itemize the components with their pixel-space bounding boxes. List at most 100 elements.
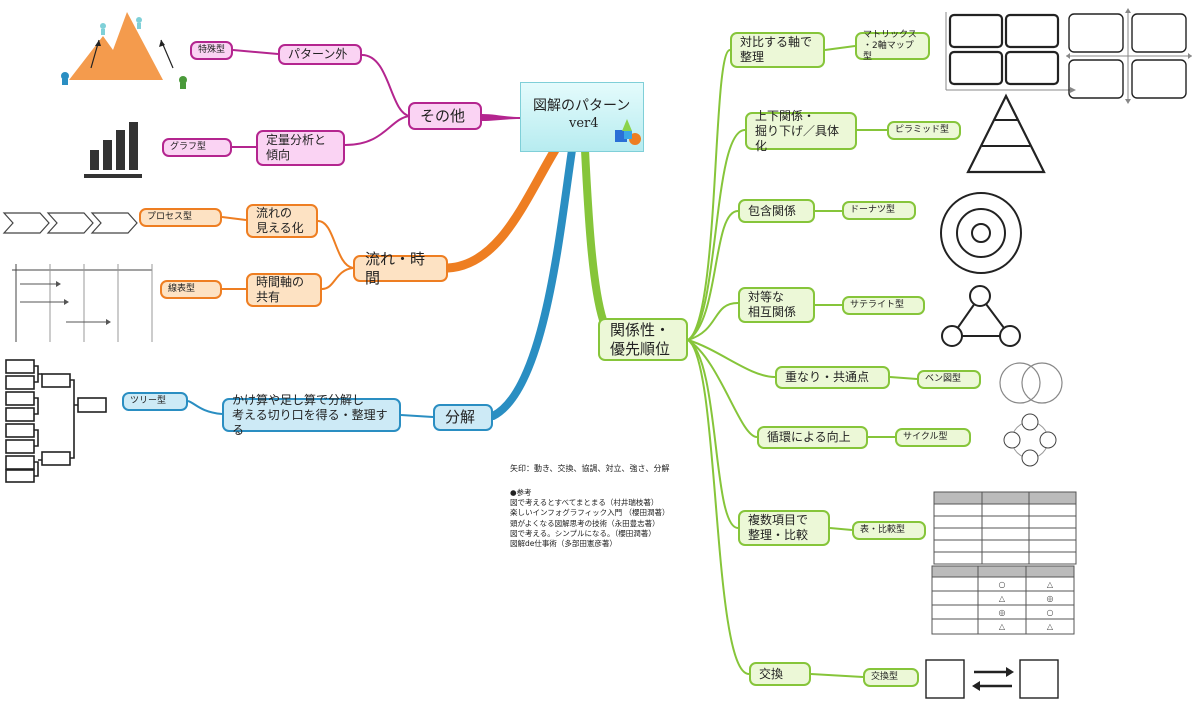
node-flow[interactable]: 流れ・時間 bbox=[353, 250, 448, 287]
node-hierarchy[interactable]: 上下関係・ 掘り下げ／具体化 bbox=[745, 109, 857, 153]
node-relation-label: 関係性・ 優先順位 bbox=[610, 320, 671, 358]
leaf-venn-label: ベン図型 bbox=[925, 374, 962, 384]
node-time[interactable]: 時間軸の 共有 bbox=[246, 273, 322, 307]
table-symbol: ○ bbox=[1047, 608, 1054, 617]
node-exchange[interactable]: 交換 bbox=[749, 662, 811, 686]
node-decomp-detail-label: かけ算や足し算で分解し 考える切り口を得る・整理する bbox=[232, 392, 388, 437]
leaf-matrix-label: マトリックス ・2軸マップ型 bbox=[863, 29, 917, 62]
table-symbol: ○ bbox=[999, 580, 1006, 589]
leaf-tree[interactable]: ツリー型 bbox=[122, 392, 188, 411]
timeline-chart-pictogram bbox=[12, 264, 153, 342]
node-axis-label: 対比する軸で 整理 bbox=[740, 35, 813, 64]
node-quant-label: 定量分析と 傾向 bbox=[266, 133, 327, 162]
table-pictogram bbox=[933, 491, 1077, 565]
venn-pictogram bbox=[999, 362, 1063, 404]
table-symbol: ◎ bbox=[1047, 594, 1054, 603]
leaf-cycle-label: サイクル型 bbox=[903, 432, 948, 442]
leaf-donut[interactable]: ドーナツ型 bbox=[842, 201, 916, 220]
node-cycle[interactable]: 循環による向上 bbox=[757, 426, 868, 449]
reference-item: 頭がよくなる図解思考の技術（永田豊志著） bbox=[510, 518, 660, 528]
shapes-icon bbox=[615, 119, 641, 145]
leaf-exchange-label: 交換型 bbox=[871, 672, 899, 682]
links-other bbox=[232, 49, 411, 148]
table-symbol: △ bbox=[1047, 622, 1054, 631]
reference-item: 図で考える。シンプルになる。（櫻田潤著） bbox=[510, 528, 656, 538]
matrix-pictogram bbox=[945, 12, 1076, 93]
branch-flow bbox=[443, 145, 560, 273]
table-symbol: △ bbox=[999, 622, 1006, 631]
node-hierarchy-label: 上下関係・ 掘り下げ／具体化 bbox=[755, 108, 840, 153]
mountain-pictogram bbox=[61, 12, 187, 89]
leaf-timeline-label: 線表型 bbox=[168, 284, 196, 294]
leaf-donut-label: ドーナツ型 bbox=[850, 205, 896, 215]
links-flow bbox=[221, 216, 354, 290]
node-quant[interactable]: 定量分析と 傾向 bbox=[256, 130, 345, 166]
leaf-pyramid[interactable]: ピラミッド型 bbox=[887, 121, 961, 140]
references: ●参考 図で考えるとすべてまとまる（村井瑞枝著） 楽しいインフォグラフィック入門… bbox=[510, 488, 670, 549]
bar-graph-pictogram bbox=[84, 122, 142, 178]
node-compare[interactable]: 複数項目で 整理・比較 bbox=[738, 510, 830, 546]
node-cycle-label: 循環による向上 bbox=[767, 430, 851, 444]
node-other-label: その他 bbox=[420, 106, 466, 125]
leaf-tree-label: ツリー型 bbox=[130, 396, 167, 406]
tree-pictogram bbox=[5, 359, 107, 483]
node-other-outside[interactable]: パターン外 bbox=[278, 44, 362, 65]
reference-item: 楽しいインフォグラフィック入門 （櫻田潤著） bbox=[510, 508, 670, 518]
two-axis-map-pictogram bbox=[1066, 8, 1192, 104]
leaf-special-label: 特殊型 bbox=[198, 45, 226, 55]
node-axis[interactable]: 対比する軸で 整理 bbox=[730, 32, 825, 68]
leaf-exchange[interactable]: 交換型 bbox=[863, 668, 919, 687]
node-relation[interactable]: 関係性・ 優先順位 bbox=[598, 318, 688, 361]
leaf-special[interactable]: 特殊型 bbox=[190, 41, 233, 60]
node-decomp-label: 分解 bbox=[445, 408, 476, 426]
branch-other bbox=[482, 114, 520, 121]
links-relation bbox=[687, 45, 918, 678]
leaf-table[interactable]: 表・比較型 bbox=[852, 521, 926, 540]
node-overlap[interactable]: 重なり・共通点 bbox=[775, 366, 890, 389]
exchange-pictogram bbox=[925, 659, 1059, 699]
satellite-pictogram bbox=[941, 285, 1021, 347]
leaf-table-label: 表・比較型 bbox=[860, 525, 906, 535]
central-title: 図解のパターン bbox=[533, 98, 631, 114]
arrow-note: 矢印：動き、交換、協調、対立、強さ、分解 bbox=[510, 464, 670, 473]
table-symbol: △ bbox=[1047, 580, 1054, 589]
donut-pictogram bbox=[940, 192, 1022, 274]
cycle-pictogram bbox=[1003, 413, 1057, 467]
references-heading: ●参考 bbox=[510, 488, 532, 497]
node-decomp[interactable]: 分解 bbox=[433, 404, 493, 431]
node-other[interactable]: その他 bbox=[408, 102, 482, 130]
leaf-satellite[interactable]: サテライト型 bbox=[842, 296, 925, 315]
leaf-timeline[interactable]: 線表型 bbox=[160, 280, 222, 299]
node-time-label: 時間軸の 共有 bbox=[256, 275, 305, 304]
node-mutual[interactable]: 対等な 相互関係 bbox=[738, 287, 815, 323]
reference-item: 図解de仕事術（多部田憲彦著） bbox=[510, 539, 617, 549]
node-flow-visual-label: 流れの 見える化 bbox=[256, 206, 304, 235]
node-compare-label: 複数項目で 整理・比較 bbox=[748, 513, 809, 542]
leaf-cycle[interactable]: サイクル型 bbox=[895, 428, 971, 447]
node-inclusion[interactable]: 包含関係 bbox=[738, 199, 815, 223]
node-mutual-label: 対等な 相互関係 bbox=[748, 290, 797, 319]
leaf-satellite-label: サテライト型 bbox=[850, 300, 905, 310]
central-version: ver4 bbox=[569, 116, 599, 131]
node-overlap-label: 重なり・共通点 bbox=[785, 370, 870, 384]
node-decomp-detail[interactable]: かけ算や足し算で分解し 考える切り口を得る・整理する bbox=[222, 393, 401, 437]
comparison-table-pictogram: ○ △ △ ◎ ◎ ○ △ △ bbox=[931, 565, 1075, 635]
leaf-matrix[interactable]: マトリックス ・2軸マップ型 bbox=[855, 29, 930, 62]
leaf-graph-label: グラフ型 bbox=[170, 142, 207, 152]
table-symbol: ◎ bbox=[999, 608, 1006, 617]
table-symbol: △ bbox=[999, 594, 1006, 603]
branch-decomp bbox=[489, 146, 576, 420]
node-flow-visual[interactable]: 流れの 見える化 bbox=[246, 204, 318, 238]
pyramid-pictogram bbox=[966, 93, 1046, 174]
leaf-process[interactable]: プロセス型 bbox=[139, 208, 222, 227]
leaf-graph[interactable]: グラフ型 bbox=[162, 138, 232, 157]
process-arrows-pictogram bbox=[2, 212, 138, 234]
node-flow-label: 流れ・時間 bbox=[365, 249, 426, 287]
leaf-venn[interactable]: ベン図型 bbox=[917, 370, 981, 389]
central-node[interactable]: 図解のパターン ver4 bbox=[520, 82, 644, 152]
node-exchange-label: 交換 bbox=[759, 666, 784, 681]
leaf-process-label: プロセス型 bbox=[147, 212, 193, 222]
node-outside-label: パターン外 bbox=[288, 47, 348, 61]
reference-item: 図で考えるとすべてまとまる（村井瑞枝著） bbox=[510, 498, 659, 508]
